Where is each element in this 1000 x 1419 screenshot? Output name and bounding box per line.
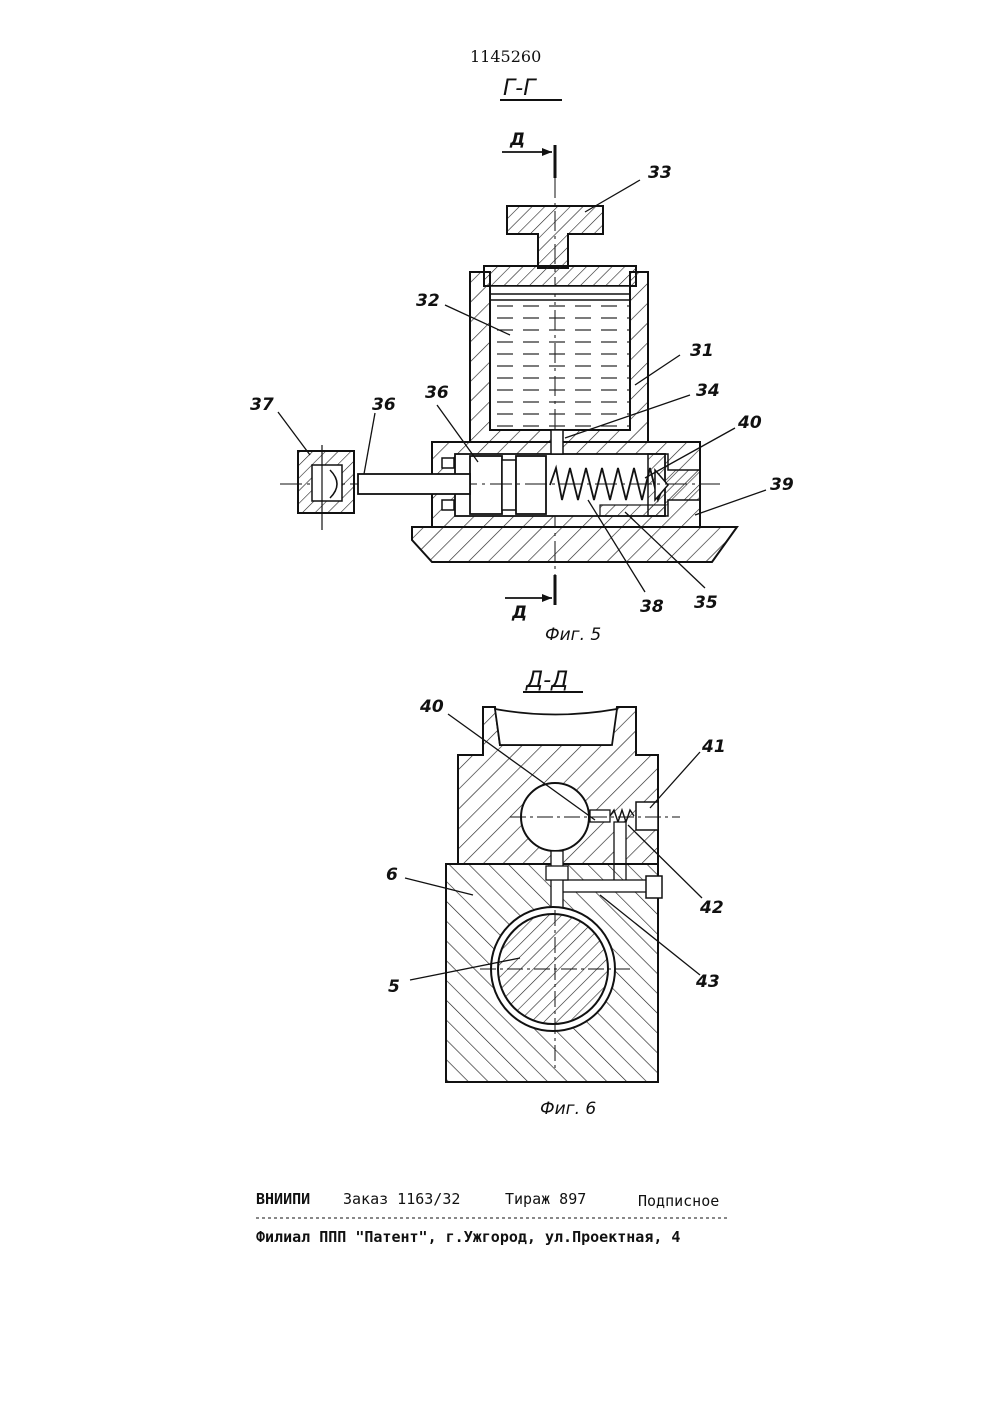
fig5-label-36-rod: 36: [372, 395, 396, 415]
fig6-label-6: 6: [386, 865, 398, 885]
footer-circulation: Тираж 897: [505, 1190, 586, 1208]
fig6-label-43: 43: [695, 972, 720, 992]
fig5-cut-marker-bottom: Д: [511, 603, 527, 623]
footer: ВНИИПИ Заказ 1163/32 Тираж 897 Подписное…: [256, 1190, 728, 1246]
patent-number: 1145260: [470, 47, 541, 66]
fig5-label-39: 39: [770, 475, 794, 495]
fig5-label-32: 32: [416, 291, 440, 311]
fig6-label-40: 40: [419, 697, 444, 717]
fig6-caption: Фиг. 6: [540, 1099, 596, 1119]
fig5-label-34: 34: [696, 381, 720, 401]
fig5-label-38: 38: [640, 597, 664, 617]
figure-5: Г-Г Д Д: [250, 76, 794, 645]
fig5-caption: Фиг. 5: [545, 625, 601, 645]
fig5-label-40: 40: [737, 413, 762, 433]
fig5-label-35: 35: [694, 593, 718, 613]
footer-subscription: Подписное: [638, 1192, 719, 1210]
fig5-label-33: 33: [648, 163, 672, 183]
fig6-label-42: 42: [699, 898, 724, 918]
figure-6: Д-Д 4: [386, 668, 726, 1119]
footer-branch: Филиал ППП "Патент", г.Ужгород, ул.Проек…: [256, 1228, 680, 1246]
fig6-label-5: 5: [388, 977, 400, 997]
fig6-label-41: 41: [701, 737, 726, 757]
footer-order: Заказ 1163/32: [343, 1190, 460, 1208]
fig5-label-31: 31: [690, 341, 714, 361]
footer-org: ВНИИПИ: [256, 1190, 310, 1208]
fig5-section-title: Г-Г: [503, 76, 537, 101]
fig5-label-36-piston: 36: [425, 383, 449, 403]
fig6-section-title: Д-Д: [525, 668, 568, 693]
fig5-cut-marker-top: Д: [509, 130, 525, 150]
fig5-label-37: 37: [250, 395, 274, 415]
